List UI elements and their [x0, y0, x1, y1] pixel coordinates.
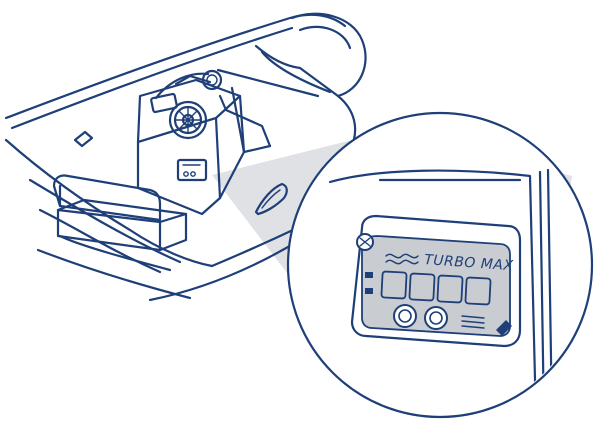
boat-icon — [4, 12, 367, 302]
corner-pad — [496, 320, 512, 336]
grille-lines — [461, 315, 485, 329]
panel-brand-label: TURBO MAX — [424, 252, 514, 274]
indicator-bar-bottom — [365, 288, 373, 294]
helm-wheel-icon — [168, 100, 208, 140]
knob-icon — [393, 304, 417, 328]
indicator-bar-top — [365, 272, 373, 278]
knob-icon-2 — [424, 306, 448, 330]
panel-enlarged: TURBO MAX — [350, 214, 522, 348]
control-panel-icon — [176, 158, 208, 182]
console — [136, 69, 246, 216]
wave-logo-icon — [385, 253, 419, 265]
digit-windows — [380, 270, 492, 306]
seat — [52, 174, 188, 272]
screw-icon — [356, 233, 374, 251]
